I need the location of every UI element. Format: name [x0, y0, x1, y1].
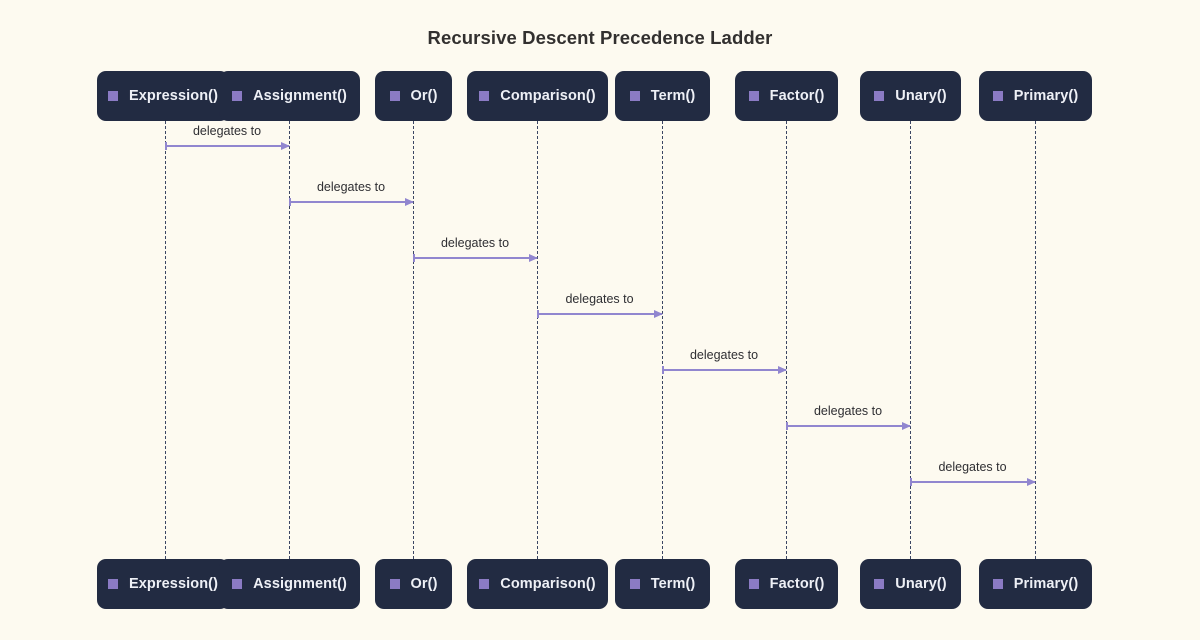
- participant-label: Assignment(): [253, 88, 347, 104]
- participant-label: Term(): [650, 576, 696, 592]
- message-label: delegates to: [565, 292, 634, 306]
- square-icon: [629, 579, 640, 589]
- square-icon: [748, 91, 759, 101]
- message-line: [165, 145, 289, 147]
- message-expression-to-assignment[interactable]: delegates to: [165, 124, 290, 150]
- message-assignment-to-or[interactable]: delegates to: [289, 180, 414, 206]
- participant-label: Expression(): [128, 576, 219, 592]
- message-label: delegates to: [316, 180, 386, 194]
- message-line: [413, 257, 537, 259]
- message-or-to-comparison[interactable]: delegates to: [413, 236, 538, 262]
- lifeline-unary: [910, 121, 911, 559]
- participant-label: Factor(): [769, 88, 825, 104]
- participant-expression-header[interactable]: Expression(): [97, 71, 229, 121]
- arrowhead-icon: [1027, 477, 1036, 486]
- square-icon: [232, 91, 243, 101]
- message-label: delegates to: [192, 124, 262, 138]
- participant-label: Comparison(): [500, 576, 596, 592]
- participant-label: Term(): [650, 88, 696, 104]
- participant-label: Unary(): [895, 576, 947, 592]
- participant-comparison-footer[interactable]: Comparison(): [467, 559, 608, 609]
- square-icon: [748, 579, 759, 589]
- participant-label: Assignment(): [253, 576, 347, 592]
- lifeline-term: [662, 121, 663, 559]
- participant-label: Primary(): [1013, 88, 1079, 104]
- square-icon: [479, 91, 490, 101]
- message-factor-to-unary[interactable]: delegates to: [786, 404, 911, 430]
- square-icon: [874, 91, 885, 101]
- arrowhead-icon: [529, 253, 538, 262]
- square-icon: [232, 579, 243, 589]
- participant-factor-footer[interactable]: Factor(): [735, 559, 838, 609]
- square-icon: [107, 579, 118, 589]
- square-icon: [107, 91, 118, 101]
- lifeline-or: [413, 121, 414, 559]
- participant-label: Expression(): [128, 88, 219, 104]
- arrowhead-icon: [281, 141, 290, 150]
- lifeline-primary: [1035, 121, 1036, 559]
- participant-expression-footer[interactable]: Expression(): [97, 559, 229, 609]
- square-icon: [479, 579, 490, 589]
- message-label: delegates to: [689, 348, 759, 362]
- square-icon: [389, 579, 400, 589]
- participant-unary-footer[interactable]: Unary(): [860, 559, 961, 609]
- participant-term-header[interactable]: Term(): [615, 71, 710, 121]
- square-icon: [629, 91, 640, 101]
- page-title: Recursive Descent Precedence Ladder: [427, 27, 773, 48]
- message-unary-to-primary[interactable]: delegates to: [910, 460, 1036, 486]
- message-term-to-factor[interactable]: delegates to: [662, 348, 787, 374]
- message-comparison-to-term[interactable]: delegates to: [537, 292, 663, 318]
- message-label: delegates to: [440, 236, 510, 250]
- arrowhead-icon: [902, 421, 911, 430]
- message-label: delegates to: [938, 460, 1007, 474]
- arrowhead-icon: [654, 309, 663, 318]
- participant-assignment-header[interactable]: Assignment(): [219, 71, 360, 121]
- participant-primary-header[interactable]: Primary(): [979, 71, 1092, 121]
- square-icon: [992, 579, 1003, 589]
- participant-label: Primary(): [1013, 576, 1079, 592]
- participant-or-footer[interactable]: Or(): [375, 559, 452, 609]
- message-line: [537, 313, 662, 315]
- participant-label: Unary(): [895, 88, 947, 104]
- lifeline-assignment: [289, 121, 290, 559]
- lifeline-expression: [165, 121, 166, 559]
- square-icon: [874, 579, 885, 589]
- participant-primary-footer[interactable]: Primary(): [979, 559, 1092, 609]
- participant-assignment-footer[interactable]: Assignment(): [219, 559, 360, 609]
- participant-term-footer[interactable]: Term(): [615, 559, 710, 609]
- message-line: [786, 425, 910, 427]
- message-label: delegates to: [813, 404, 883, 418]
- participant-comparison-header[interactable]: Comparison(): [467, 71, 608, 121]
- lifeline-factor: [786, 121, 787, 559]
- participant-label: Factor(): [769, 576, 825, 592]
- square-icon: [389, 91, 400, 101]
- participant-label: Or(): [410, 576, 438, 592]
- participant-or-header[interactable]: Or(): [375, 71, 452, 121]
- participant-label: Comparison(): [500, 88, 596, 104]
- square-icon: [992, 91, 1003, 101]
- participant-factor-header[interactable]: Factor(): [735, 71, 838, 121]
- participant-unary-header[interactable]: Unary(): [860, 71, 961, 121]
- message-line: [910, 481, 1035, 483]
- arrowhead-icon: [405, 197, 414, 206]
- lifeline-comparison: [537, 121, 538, 559]
- arrowhead-icon: [778, 365, 787, 374]
- message-line: [289, 201, 413, 203]
- message-line: [662, 369, 786, 371]
- participant-label: Or(): [410, 88, 438, 104]
